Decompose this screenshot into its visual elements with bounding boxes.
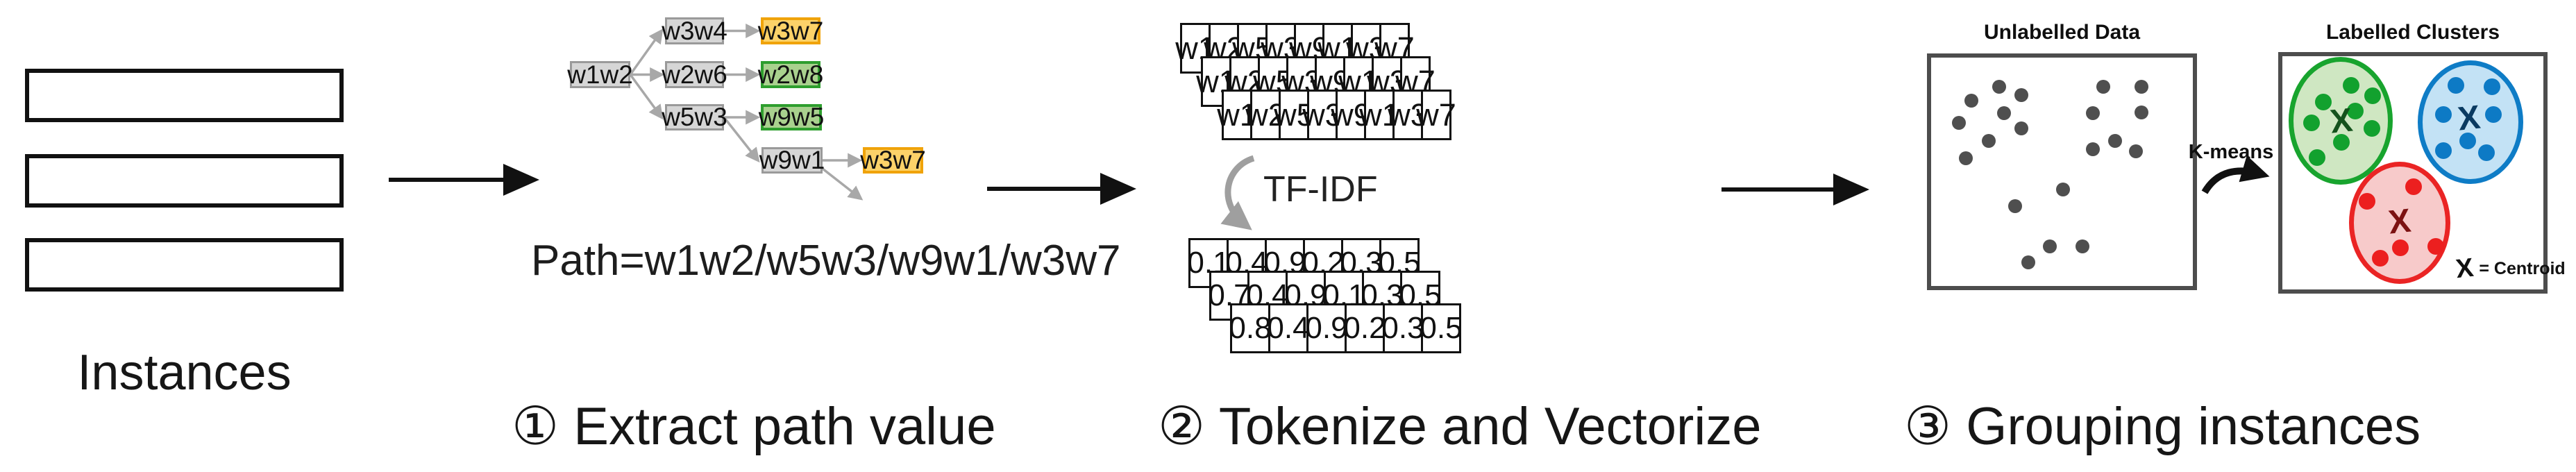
vector-cell: 0.4 <box>1267 303 1310 353</box>
unlabelled-dot <box>1952 116 1966 130</box>
flow-arrows <box>389 164 1869 205</box>
unlabelled-dot <box>2056 183 2070 196</box>
cluster-dot-green <box>2347 103 2364 119</box>
cluster-dot-blue <box>2485 106 2502 123</box>
vector-cell: 0.8 <box>1229 303 1272 353</box>
cluster-dot-green <box>2343 77 2359 94</box>
cluster-red <box>2349 162 2450 284</box>
unlabelled-dot <box>2008 199 2022 213</box>
cluster-dot-green <box>2333 134 2350 151</box>
unlabelled-data-box <box>1927 53 2197 290</box>
path-value-text: Path=w1w2/w5w3/w9w1/w3w7 <box>531 237 1121 285</box>
cluster-dot-green <box>2364 120 2380 137</box>
unlabelled-dot <box>2086 142 2100 156</box>
vector-cell: 0.3 <box>1381 303 1424 353</box>
unlabelled-dot <box>1997 106 2011 120</box>
unlabelled-dot <box>2135 106 2148 119</box>
tfidf-label: TF-IDF <box>1263 169 1378 210</box>
cluster-dot-blue <box>2448 77 2464 94</box>
cluster-dot-red <box>2405 178 2422 195</box>
tree-node-w9w1: w9w1 <box>759 146 825 174</box>
step2-label: ② Tokenize and Vectorize <box>1158 397 1762 456</box>
cluster-dot-red <box>2392 239 2409 256</box>
cluster-dot-blue <box>2478 144 2495 161</box>
unlabelled-dot <box>2108 134 2122 148</box>
cluster-dot-blue <box>2484 78 2500 95</box>
instance-box <box>25 154 344 208</box>
vector-cell: 0.9 <box>1305 303 1348 353</box>
cluster-dot-green <box>2315 94 2332 110</box>
cluster-dot-blue <box>2435 106 2452 123</box>
instances-label: Instances <box>77 345 292 401</box>
step3-label: ③ Grouping instances <box>1904 397 2421 456</box>
step1-label: ① Extract path value <box>512 397 996 456</box>
unlabelled-dot <box>1959 151 1973 165</box>
tree-node-w9w5: w9w5 <box>758 103 825 131</box>
tree-node-w5w3: w5w3 <box>662 103 727 131</box>
unlabelled-dot <box>2135 80 2148 94</box>
tfidf-curved-arrow-icon <box>1220 155 1255 230</box>
cluster-dot-red <box>2359 193 2375 210</box>
cluster-dot-green <box>2364 87 2381 104</box>
tree-node-w1w2: w1w2 <box>567 60 633 89</box>
cluster-dot-red <box>2372 250 2389 267</box>
kmeans-curved-arrow-icon <box>2201 155 2270 194</box>
cluster-dot-blue <box>2459 133 2476 149</box>
unlabelled-dot <box>2021 255 2035 269</box>
instance-box <box>25 69 344 122</box>
unlabelled-dot <box>2076 239 2089 253</box>
centroid-green: X <box>2328 101 2355 141</box>
centroid-legend: X = Centroid <box>2454 253 2566 285</box>
unlabelled-dot <box>2086 106 2100 120</box>
tree-node-w3w7: w3w7 <box>757 16 824 45</box>
vector-cell: 0.2 <box>1343 303 1386 353</box>
unlabelled-title: Unlabelled Data <box>1983 21 2141 44</box>
kmeans-label: K-means <box>2188 141 2274 163</box>
centroid-red: X <box>2386 202 2413 242</box>
tree-node-w3w4: w3w4 <box>662 16 727 45</box>
centroid-legend-text: = Centroid <box>2479 259 2566 278</box>
cluster-blue <box>2418 60 2523 184</box>
unlabelled-dot <box>2014 121 2028 135</box>
cluster-dot-green <box>2309 149 2325 166</box>
cluster-dot-blue <box>2435 142 2452 159</box>
vector-cell: 0.1 <box>1187 238 1230 288</box>
vector-cell: 0.5 <box>1420 303 1463 353</box>
unlabelled-dot <box>2043 239 2057 253</box>
tree-node-w2w8: w2w8 <box>757 60 824 89</box>
token-cell: w7 <box>1416 90 1456 140</box>
instance-box <box>25 238 344 292</box>
labelled-title: Labelled Clusters <box>2325 21 2500 44</box>
unlabelled-dot <box>2096 80 2110 94</box>
centroid-blue: X <box>2456 99 2482 138</box>
tree-node-w3w7: w3w7 <box>860 146 926 174</box>
unlabelled-dot <box>1964 94 1978 108</box>
unlabelled-dot <box>2129 144 2143 158</box>
centroid-x-icon: X <box>2454 253 2475 285</box>
cluster-dot-green <box>2303 115 2320 131</box>
cluster-dot-red <box>2427 238 2444 255</box>
unlabelled-dot <box>1992 80 2006 94</box>
tree-node-w2w6: w2w6 <box>662 60 727 89</box>
tree-edges <box>629 24 864 201</box>
unlabelled-dot <box>1982 134 1996 148</box>
unlabelled-dot <box>2014 88 2028 102</box>
